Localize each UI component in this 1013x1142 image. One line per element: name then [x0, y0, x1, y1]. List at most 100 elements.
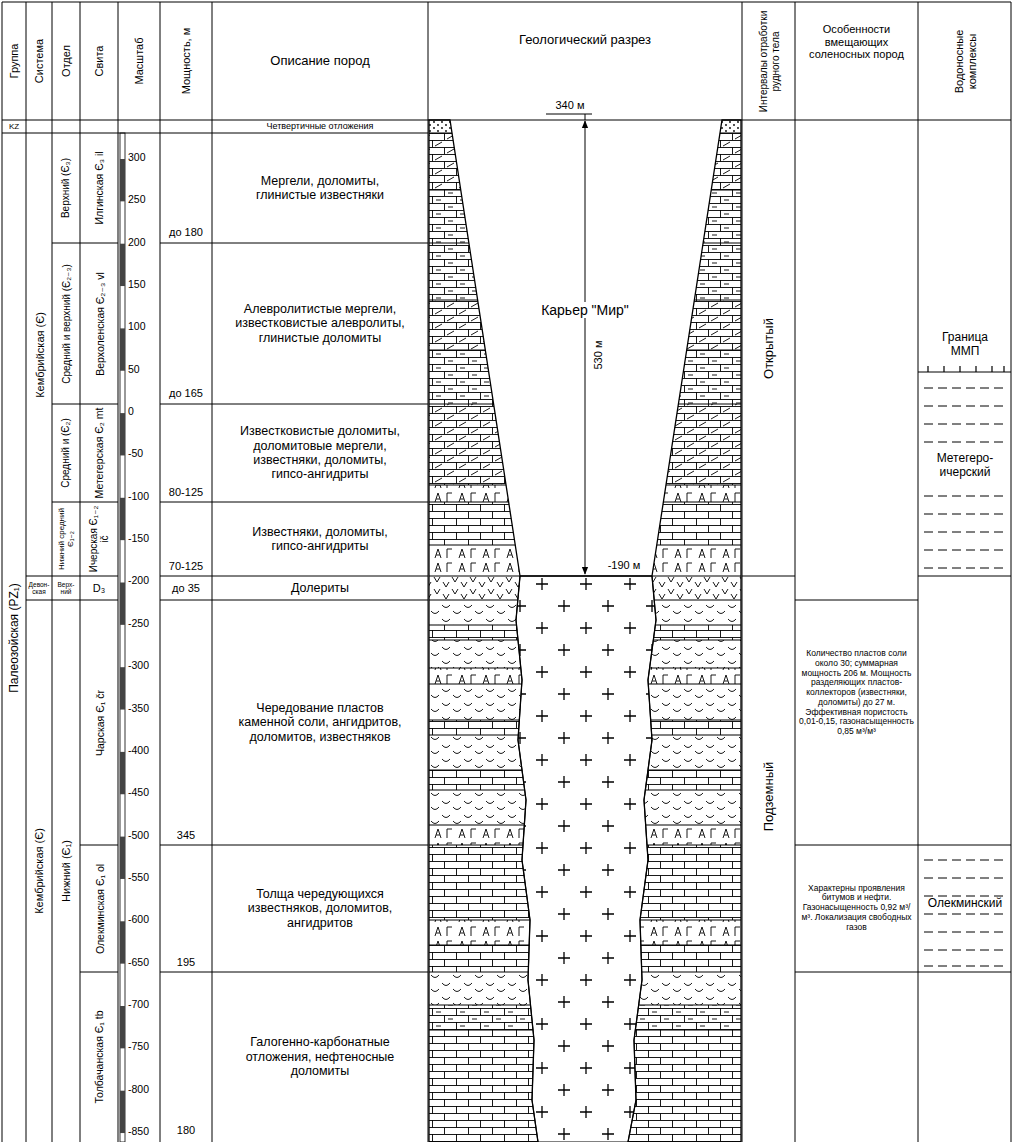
salt-feature-note-slot: Количество пластов соли около 30; суммар…	[797, 603, 916, 783]
scale-mark-slot: 50	[127, 362, 159, 376]
scale-segment	[120, 498, 125, 540]
header-cell: Мощность, м	[180, 28, 193, 95]
thickness-value: 195	[177, 956, 195, 969]
thickness-value-slot: 195	[160, 954, 212, 970]
rock-description-slot: Чередование пластов каменной соли, ангид…	[222, 602, 418, 843]
mining-interval-slot: Открытый	[742, 120, 795, 576]
series-name-slot: Средний и верхний (Є₂₋₃)	[52, 243, 80, 404]
scale-bar	[120, 133, 125, 1142]
scale-mark-slot: -100	[127, 489, 159, 503]
header-cell: Отдел	[60, 45, 73, 77]
header-cell: Свита	[93, 46, 106, 77]
suite-name: Илгинская Є₃ il	[93, 151, 105, 224]
rock-description: Галогенно-карбонатные отложения, нефтено…	[234, 1035, 406, 1078]
rock-description: Чередование пластов каменной соли, ангид…	[234, 701, 406, 744]
thickness-value-slot: 70-125	[160, 558, 212, 574]
elevation-mark-slot: -190 м	[598, 557, 650, 573]
surface-mark	[546, 114, 592, 120]
mining-interval-slot: Подземный	[742, 576, 795, 1016]
series-name: Верх-ний	[53, 581, 79, 596]
system-name-slot: Девон-ская	[26, 576, 52, 600]
rock-description: Мергели, доломиты, глинистые известняки	[234, 174, 406, 203]
permafrost-boundary-slot: Граница ММП	[932, 328, 998, 362]
scale-mark: 50	[128, 363, 140, 375]
system-name: Кембрийская (Є)	[33, 312, 46, 398]
suite-name-slot: Чарская Є₁ čr	[80, 600, 118, 845]
elevation-mark: 340 м	[556, 99, 585, 112]
scale-mark: -800	[128, 1083, 149, 1095]
scale-mark: -750	[128, 1040, 149, 1052]
salt-feature-note: Характерны проявления битумов и нефти. Г…	[798, 884, 915, 933]
header-cell-slot: Особенности вмещающих соленосных пород	[797, 6, 916, 78]
scale-mark-slot: -500	[127, 828, 159, 842]
header-cell: Водоносные комплексы	[952, 3, 977, 119]
scale-mark: -300	[128, 659, 149, 671]
scale-mark: -50	[128, 447, 143, 459]
series-name-slot: Верхний (Є₃)	[52, 133, 80, 243]
suite-name: Олекминская Є₁ ol	[93, 863, 105, 953]
scale-mark: -600	[128, 913, 149, 925]
rock-description: Известковистые доломиты, доломитовые мер…	[234, 424, 406, 482]
scale-mark: -150	[128, 532, 149, 544]
scale-segment	[120, 752, 125, 794]
scale-mark: -700	[128, 998, 149, 1010]
rock-description: Долериты	[291, 581, 349, 595]
suite-name-slot: Илгинская Є₃ il	[80, 133, 118, 243]
scale-mark: -350	[128, 702, 149, 714]
header-cell-slot: Водоносные комплексы	[918, 2, 1011, 120]
series-name-slot: Средний и (Є₂)	[52, 404, 80, 502]
salt-feature-note: Количество пластов соли около 30; суммар…	[798, 649, 915, 737]
series-name: Верхний (Є₃)	[60, 158, 72, 218]
pit-name-slot: Карьер "Мир"	[515, 298, 655, 322]
era-index: KZ	[9, 122, 19, 131]
scale-mark-slot: -600	[127, 912, 159, 926]
permafrost-ticks	[928, 366, 1004, 372]
aquifer-name-slot: Олекминский	[920, 895, 1010, 913]
header-cell-slot: Интервалы отработки рудного тела	[742, 2, 795, 120]
pit-name: Карьер "Мир"	[538, 302, 632, 318]
series-name: Нижний средний Є₁₋₂	[57, 503, 75, 575]
suite-name: Чарская Є₁ čr	[93, 690, 105, 756]
scale-mark-slot: 200	[127, 235, 159, 249]
thickness-value-slot: до 180	[160, 224, 212, 240]
scale-mark-slot: -850	[127, 1124, 159, 1138]
aquifer-hatch	[924, 860, 1006, 966]
group-name: Палеозойская (PZ₁)	[7, 583, 21, 693]
scale-mark-slot: -550	[127, 870, 159, 884]
rock-description-slot: Известняки, доломиты, гипсо-ангидриты	[222, 504, 418, 574]
scale-segment	[120, 583, 125, 625]
system-name: Кембрийская (Є)	[33, 828, 46, 914]
scale-segment	[120, 159, 125, 201]
scale-segment	[120, 837, 125, 879]
scale-mark: -200	[128, 574, 149, 586]
rock-description: Алевролитистые мергели, известковистые а…	[234, 302, 406, 345]
thickness-value: 180	[177, 1124, 195, 1137]
depth-dimension: 530 м	[592, 341, 605, 370]
series-name-slot: Верх-ний	[52, 576, 80, 600]
suite-name: Ичерская Є₁₋₂ ič	[88, 503, 111, 575]
scale-mark-slot: -200	[127, 574, 159, 588]
scale-mark-slot: -300	[127, 658, 159, 672]
era-index-slot: KZ	[2, 120, 26, 133]
scale-mark-slot: -650	[127, 955, 159, 969]
header-cell: Масштаб	[133, 37, 146, 84]
scale-mark-slot: -50	[127, 446, 159, 460]
header-cell: Группа	[8, 44, 21, 79]
suite-name: Верхоленская Є₂₋₃ vl	[93, 272, 105, 376]
scale-mark: -100	[128, 490, 149, 502]
scale-mark-slot: 300	[127, 150, 159, 164]
header-cell: Система	[33, 39, 46, 83]
header-cell-slot: Система	[26, 2, 52, 120]
scale-mark: -250	[128, 617, 149, 629]
suite-name-slot: Верхоленская Є₂₋₃ vl	[80, 243, 118, 404]
scale-mark-slot: 250	[127, 192, 159, 206]
scale-mark-slot: -350	[127, 701, 159, 715]
scale-mark-slot: -750	[127, 1039, 159, 1053]
suite-name-slot: Толбачанская Є₁ tb	[80, 972, 118, 1142]
rock-description-slot: Долериты	[222, 577, 418, 599]
scale-bar-segments	[120, 159, 125, 1133]
